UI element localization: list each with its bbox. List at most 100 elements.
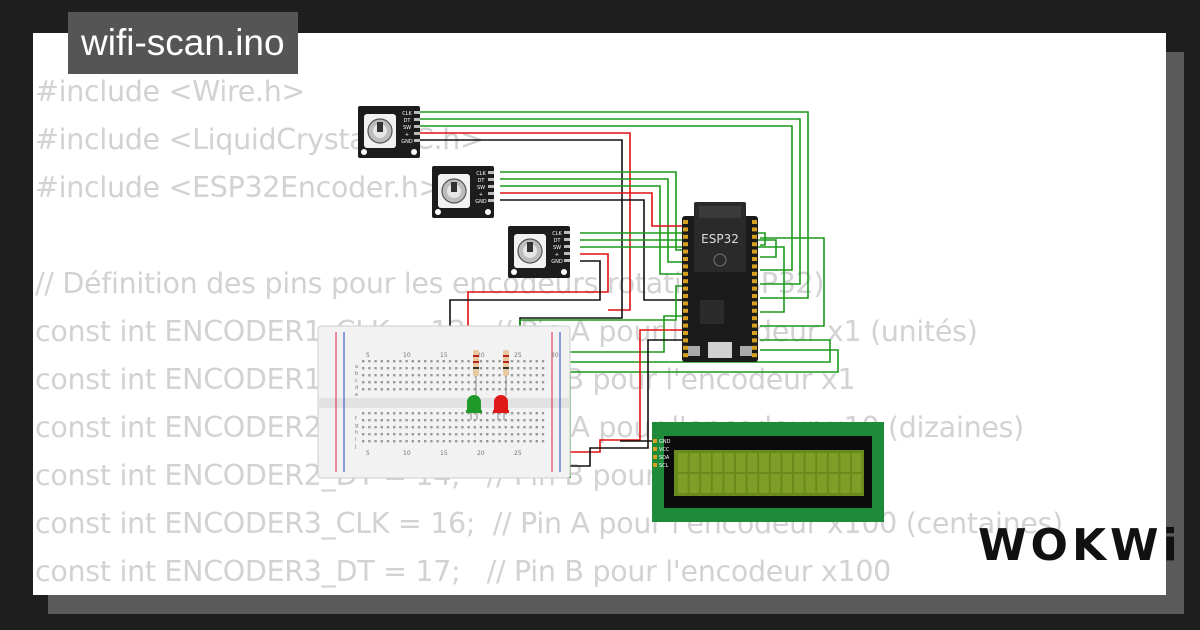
breadboard-hole — [510, 374, 514, 377]
breadboard-hole — [380, 360, 383, 363]
breadboard-hole — [405, 374, 408, 377]
breadboard-column-number: 30 — [551, 352, 559, 359]
encoder-pin — [564, 231, 570, 234]
breadboard-hole — [399, 367, 402, 370]
esp32-pin — [752, 220, 757, 224]
breadboard-hole — [362, 388, 365, 391]
breadboard-hole — [399, 412, 402, 415]
encoder-pin — [488, 171, 494, 174]
breadboard-hole — [380, 426, 383, 429]
lcd-character-cell — [689, 453, 700, 472]
lcd-character-cell — [817, 453, 827, 472]
breadboard-hole — [455, 367, 458, 370]
esp32-board[interactable]: ESP32 — [682, 202, 758, 362]
breadboard-hole — [498, 374, 501, 377]
breadboard-hole — [467, 433, 470, 436]
breadboard-hole — [529, 426, 532, 429]
breadboard-hole — [541, 419, 545, 422]
esp32-pin — [752, 271, 757, 276]
breadboard-hole — [374, 426, 377, 429]
breadboard-hole — [374, 433, 377, 436]
breadboard-column-number: 5 — [366, 352, 370, 359]
esp32-pin — [683, 353, 688, 358]
resistor-band — [503, 361, 509, 363]
breadboard-hole — [523, 360, 526, 363]
encoder-pin-label: DT — [478, 178, 486, 184]
breadboard-hole — [467, 440, 470, 443]
breadboard-row-label: j — [354, 444, 356, 450]
breadboard-hole — [405, 360, 408, 363]
breadboard-hole — [417, 374, 421, 377]
breadboard-hole — [523, 367, 526, 370]
breadboard-hole — [362, 433, 365, 436]
encoder-knob-notch — [527, 242, 533, 252]
encoder-mount-hole — [511, 269, 517, 275]
breadboard-hole — [541, 412, 545, 415]
breadboard-hole — [541, 374, 545, 377]
encoder-pin-label: GND — [475, 199, 487, 205]
breadboard-hole — [529, 433, 532, 436]
esp32-pin — [683, 234, 688, 239]
lcd-character-cell — [817, 474, 827, 493]
lcd-character-cell — [782, 474, 792, 493]
breadboard-hole — [517, 426, 520, 429]
lcd-pin — [653, 439, 657, 443]
breadboard-hole — [430, 388, 433, 391]
wire-enc1-dt — [420, 118, 801, 285]
breadboard-hole — [492, 440, 495, 443]
breadboard-hole — [492, 388, 495, 391]
breadboard-hole — [486, 433, 489, 436]
breadboard-hole — [448, 374, 452, 377]
breadboard-hole — [362, 440, 365, 443]
encoder-pin — [564, 238, 570, 241]
breadboard-hole — [517, 412, 520, 415]
breadboard-hole — [523, 388, 526, 391]
breadboard-hole — [479, 426, 483, 429]
breadboard-hole — [541, 360, 545, 363]
encoder-pin-label: + — [405, 132, 409, 138]
breadboard-hole — [523, 433, 526, 436]
file-name-tab[interactable]: wifi-scan.ino — [68, 12, 298, 74]
breadboard-hole — [436, 412, 439, 415]
breadboard-row-label: a — [355, 364, 358, 370]
resistor-band — [503, 367, 509, 369]
breadboard-hole — [430, 426, 433, 429]
breadboard-hole — [523, 440, 526, 443]
breadboard-hole — [448, 419, 452, 422]
breadboard-hole — [442, 412, 445, 415]
breadboard-hole — [473, 433, 476, 436]
encoder-pin — [488, 199, 494, 202]
breadboard-hole — [368, 433, 371, 436]
esp32-pin — [683, 242, 688, 247]
breadboard-hole — [517, 360, 520, 363]
breadboard-hole — [442, 367, 445, 370]
breadboard-hole — [393, 381, 396, 384]
breadboard-hole — [535, 426, 538, 429]
breadboard-hole — [479, 412, 483, 415]
breadboard-hole — [417, 440, 421, 443]
breadboard-hole — [417, 412, 421, 415]
encoder-pin-label: DT — [404, 118, 412, 124]
breadboard-hole — [436, 440, 439, 443]
breadboard-hole — [498, 360, 501, 363]
breadboard-hole — [374, 367, 377, 370]
breadboard-hole — [362, 374, 365, 377]
breadboard-hole — [535, 367, 538, 370]
breadboard-hole — [368, 412, 371, 415]
breadboard-hole — [386, 388, 390, 391]
esp32-pin — [683, 264, 688, 269]
breadboard-column-number: 25 — [514, 450, 522, 457]
esp32-pin — [752, 257, 757, 261]
breadboard-hole — [411, 360, 414, 363]
breadboard-hole — [374, 440, 377, 443]
breadboard-hole — [492, 433, 495, 436]
breadboard-hole — [517, 367, 520, 370]
wire-enc3-vcc — [467, 253, 609, 330]
breadboard-hole — [541, 381, 545, 384]
encoder-mount-hole — [561, 269, 567, 275]
breadboard-row-label: b — [355, 371, 358, 377]
breadboard-hole — [411, 374, 414, 377]
breadboard-hole — [436, 426, 439, 429]
breadboard-hole — [448, 360, 452, 363]
